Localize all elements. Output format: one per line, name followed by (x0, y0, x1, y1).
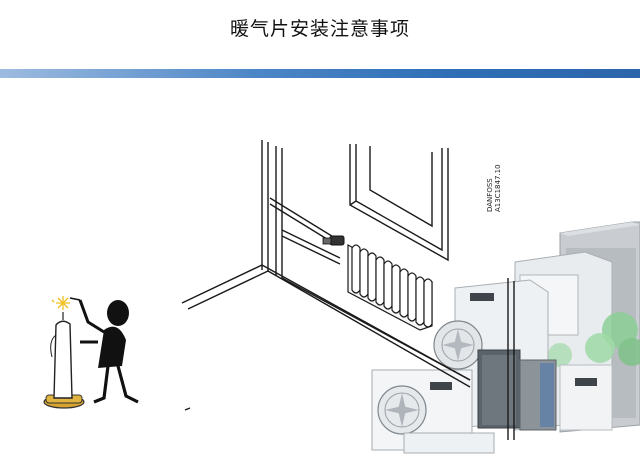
slide-title: 暖气片安装注意事项 (229, 18, 410, 40)
candle-icon (43, 296, 85, 409)
title-divider-bar (0, 69, 640, 78)
room-line-art (181, 140, 515, 440)
caption-line-1: DANFOSS (486, 178, 494, 212)
caption-line-2: A13C1847.10 (494, 164, 502, 212)
product-caption: DANFOSS A13C1847.10 (486, 164, 502, 212)
radiator-installation-illustration: DANFOSS A13C1847.10 (43, 140, 640, 454)
stick-figure-icon (69, 297, 139, 404)
thermostatic-valve-icon (322, 235, 345, 246)
outdoor-ac-units-icon (371, 221, 640, 454)
radiator-icon (347, 243, 433, 331)
flame-sparkle-icon (51, 296, 70, 310)
